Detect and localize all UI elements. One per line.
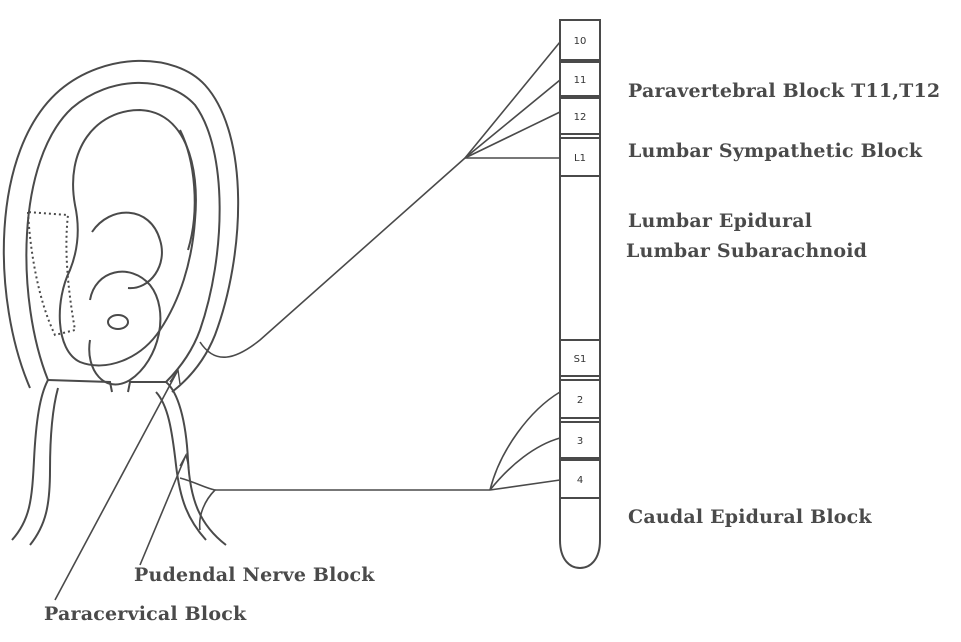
fetus-limb [92, 213, 162, 288]
segment-l1: L1 [560, 138, 600, 176]
segment-label-s3: 3 [577, 436, 583, 447]
segment-t10: 10 [560, 20, 600, 60]
pudendal-pointer [140, 455, 186, 565]
segment-label-s2: 2 [577, 395, 583, 406]
uterine-nerve-line [200, 158, 465, 357]
connector-lines [55, 42, 560, 600]
label-paracervical-block: Paracervical Block [44, 603, 246, 625]
segment-label-t12: 12 [574, 112, 587, 123]
fetus-body [60, 110, 196, 365]
birth-canal-left [12, 380, 48, 540]
segment-s3: 3 [560, 422, 600, 458]
label-lumbar-subarachnoid: Lumbar Subarachnoid [626, 240, 867, 262]
segment-t12: 12 [560, 98, 600, 134]
segment-s4: 4 [560, 460, 600, 498]
uterus-outer-wall [4, 61, 238, 392]
label-lumbar-sympathetic-block: Lumbar Sympathetic Block [628, 140, 922, 162]
fan-to-s4 [490, 480, 560, 490]
segment-t11: 11 [560, 62, 600, 96]
fetus-ear [108, 315, 128, 329]
fetus-arm [180, 130, 195, 250]
label-paravertebral-block: Paravertebral Block T11,T12 [628, 80, 940, 102]
fan-to-t10 [465, 42, 560, 158]
uterus-inner-wall [26, 83, 219, 382]
segment-label-l1: L1 [574, 153, 586, 164]
segment-label-t11: 11 [574, 75, 587, 86]
uterus-illustration [4, 61, 238, 545]
label-lumbar-epidural: Lumbar Epidural [628, 210, 812, 232]
label-pudendal-nerve-block: Pudendal Nerve Block [134, 564, 375, 586]
label-caudal-epidural-block: Caudal Epidural Block [628, 506, 872, 528]
segment-label-s1: S1 [574, 354, 587, 365]
segment-label-t10: 10 [574, 36, 587, 47]
segment-label-s4: 4 [577, 475, 583, 486]
segment-s1: S1 [560, 340, 600, 376]
segment-s2: 2 [560, 380, 600, 418]
